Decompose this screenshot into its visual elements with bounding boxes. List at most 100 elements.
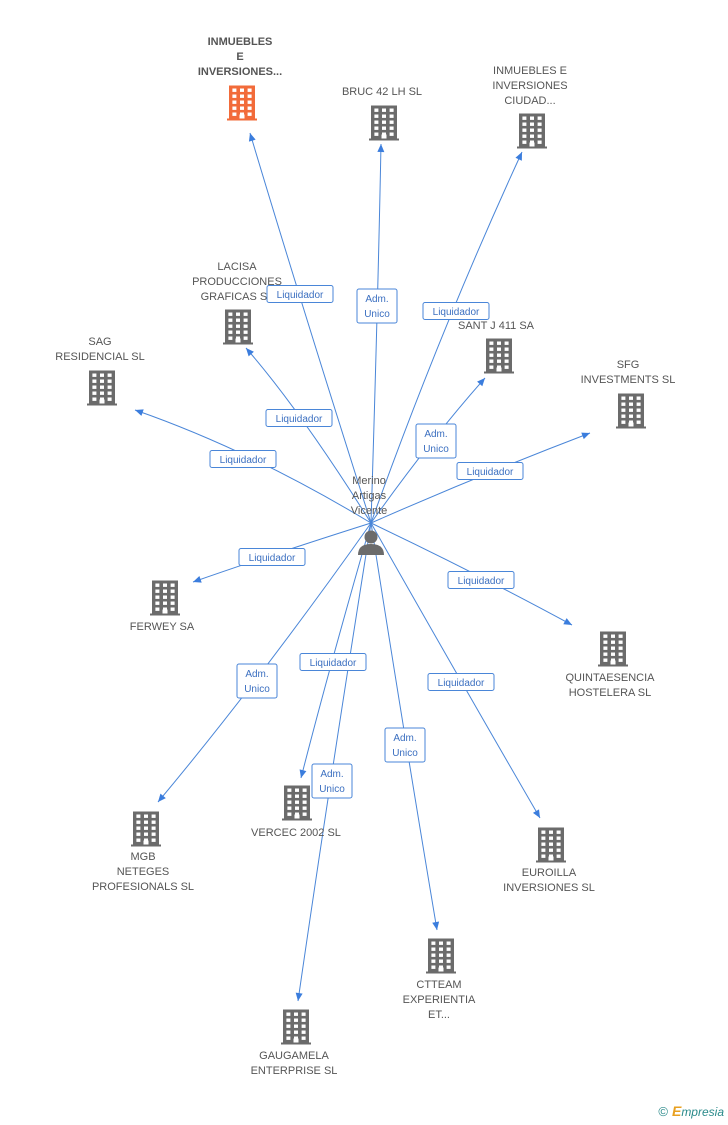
company-icon-ferwey-window <box>170 583 175 587</box>
company-label-lacisa[interactable]: PRODUCCIONES <box>192 276 282 288</box>
company-icon-lacisa[interactable] <box>223 309 253 345</box>
company-label-sfg[interactable]: SFG <box>617 359 640 371</box>
company-icon-bruc42-window <box>374 120 379 124</box>
company-icon-santj411-window <box>504 347 509 351</box>
role-badge: Liquidador <box>456 462 524 480</box>
company-icon-inmuebles-ciudad-window <box>530 116 534 120</box>
person-label[interactable]: Artigas <box>352 490 387 502</box>
company-icon-mgb-window <box>144 838 148 842</box>
company-icon-sfg[interactable] <box>616 393 646 429</box>
company-icon-quintaesencia-door <box>610 660 616 665</box>
company-icon-euroilla-window <box>556 842 561 846</box>
role-badge-text: Liquidador <box>458 576 505 587</box>
company-label-ctteam[interactable]: ET... <box>428 1009 450 1021</box>
company-label-euroilla[interactable]: EUROILLA <box>522 867 577 879</box>
brand-logo[interactable]: Empresia <box>672 1103 724 1119</box>
company-icon-mgb-window <box>144 826 148 830</box>
role-badge-text: Liquidador <box>310 658 357 669</box>
company-icon-sag-door <box>99 399 105 404</box>
company-label-inmuebles-inversiones[interactable]: E <box>236 51 243 63</box>
company-icon-inmuebles-inversiones-window <box>247 100 252 104</box>
role-badge: Adm.Unico <box>236 663 278 699</box>
company-icon-sfg-base <box>616 426 646 429</box>
role-badge-text: Unico <box>319 784 345 795</box>
role-badge-box <box>415 423 457 459</box>
company-label-inmuebles-ciudad[interactable]: INMUEBLES E <box>493 65 567 77</box>
company-icon-sfg-window <box>621 408 626 412</box>
company-label-quintaesencia[interactable]: HOSTELERA SL <box>569 687 652 699</box>
company-icon-santj411-window <box>497 341 501 345</box>
company-icon-santj411-window <box>504 365 509 369</box>
company-icon-gaugamela-window <box>286 1012 291 1016</box>
role-badge: Liquidador <box>427 673 495 691</box>
company-icon-sfg-window <box>636 420 641 424</box>
company-label-ctteam[interactable]: EXPERIENTIA <box>403 994 476 1006</box>
company-icon-vercec-window <box>302 788 307 792</box>
company-icon-euroilla[interactable] <box>536 827 566 863</box>
company-icon-gaugamela[interactable] <box>281 1009 311 1045</box>
company-icon-quintaesencia-window <box>603 658 608 662</box>
company-icon-euroilla-door <box>548 856 554 861</box>
role-badge: Liquidador <box>299 653 367 671</box>
company-icon-sag-window <box>92 385 97 389</box>
company-icon-inmuebles-ciudad[interactable] <box>517 113 547 149</box>
company-label-sfg[interactable]: INVESTMENTS SL <box>581 374 676 386</box>
company-label-inmuebles-inversiones[interactable]: INVERSIONES... <box>198 66 282 78</box>
company-icon-mgb[interactable] <box>131 811 161 847</box>
company-icon-ferwey[interactable] <box>150 580 180 616</box>
company-label-inmuebles-inversiones[interactable]: INMUEBLES <box>208 36 273 48</box>
role-badge-box <box>427 673 495 691</box>
company-icon-inmuebles-inversiones-window <box>247 94 252 98</box>
company-label-quintaesencia[interactable]: QUINTAESENCIA <box>565 672 655 684</box>
company-label-sag[interactable]: RESIDENCIAL SL <box>55 351 144 363</box>
company-icon-vercec[interactable] <box>282 785 312 821</box>
company-label-lacisa[interactable]: LACISA <box>217 261 257 273</box>
edge-euroilla-line <box>370 522 541 819</box>
company-label-sag[interactable]: SAG <box>88 336 111 348</box>
company-icon-euroilla-window <box>541 854 546 858</box>
company-icon-gaugamela-window <box>294 1030 298 1034</box>
company-label-inmuebles-ciudad[interactable]: CIUDAD... <box>504 95 555 107</box>
company-icon-ctteam-window <box>431 941 436 945</box>
company-label-mgb[interactable]: MGB <box>130 851 155 863</box>
company-icon-ctteam-window <box>446 941 451 945</box>
company-icon-inmuebles-inversiones[interactable] <box>227 85 257 121</box>
company-icon-santj411[interactable] <box>484 338 514 374</box>
company-icon-santj411-window <box>489 353 494 357</box>
company-icon-lacisa-window <box>243 318 248 322</box>
company-icon-bruc42-window <box>389 120 394 124</box>
person-label[interactable]: Merino <box>352 475 386 487</box>
company-label-inmuebles-ciudad[interactable]: INVERSIONES <box>492 80 567 92</box>
company-icon-sag[interactable] <box>87 370 117 406</box>
company-icon-bruc42[interactable] <box>369 105 399 141</box>
company-icon-santj411-window <box>489 341 494 345</box>
company-icon-gaugamela-window <box>294 1018 298 1022</box>
company-icon-inmuebles-ciudad-window <box>530 122 534 126</box>
company-icon-ferwey-window <box>163 595 167 599</box>
person-label[interactable]: Vicente <box>351 505 388 517</box>
company-icon-ferwey-window <box>170 607 175 611</box>
company-label-gaugamela[interactable]: ENTERPRISE SL <box>251 1065 338 1077</box>
role-badge-text: Liquidador <box>276 414 323 425</box>
company-icon-mgb-window <box>136 826 141 830</box>
company-label-gaugamela[interactable]: GAUGAMELA <box>259 1050 329 1062</box>
company-icon-bruc42-window <box>382 114 386 118</box>
company-label-mgb[interactable]: PROFESIONALS SL <box>92 881 194 893</box>
company-icon-inmuebles-inversiones-window <box>247 106 252 110</box>
company-label-vercec[interactable]: VERCEC 2002 SL <box>251 827 341 839</box>
company-icon-ctteam[interactable] <box>426 938 456 974</box>
company-label-euroilla[interactable]: INVERSIONES SL <box>503 882 595 894</box>
role-badge-box <box>299 653 367 671</box>
company-label-ctteam[interactable]: CTTEAM <box>416 979 461 991</box>
company-label-ferwey[interactable]: FERWEY SA <box>130 621 195 633</box>
company-label-bruc42[interactable]: BRUC 42 LH SL <box>342 86 422 98</box>
company-icon-santj411-window <box>489 347 494 351</box>
person-icon[interactable] <box>358 530 384 556</box>
company-icon-quintaesencia[interactable] <box>598 631 628 667</box>
company-label-lacisa[interactable]: GRAFICAS SL <box>201 291 274 303</box>
company-label-mgb[interactable]: NETEGES <box>117 866 170 878</box>
company-icon-quintaesencia-window <box>603 640 608 644</box>
company-label-santj411[interactable]: SANT J 411 SA <box>458 320 535 332</box>
